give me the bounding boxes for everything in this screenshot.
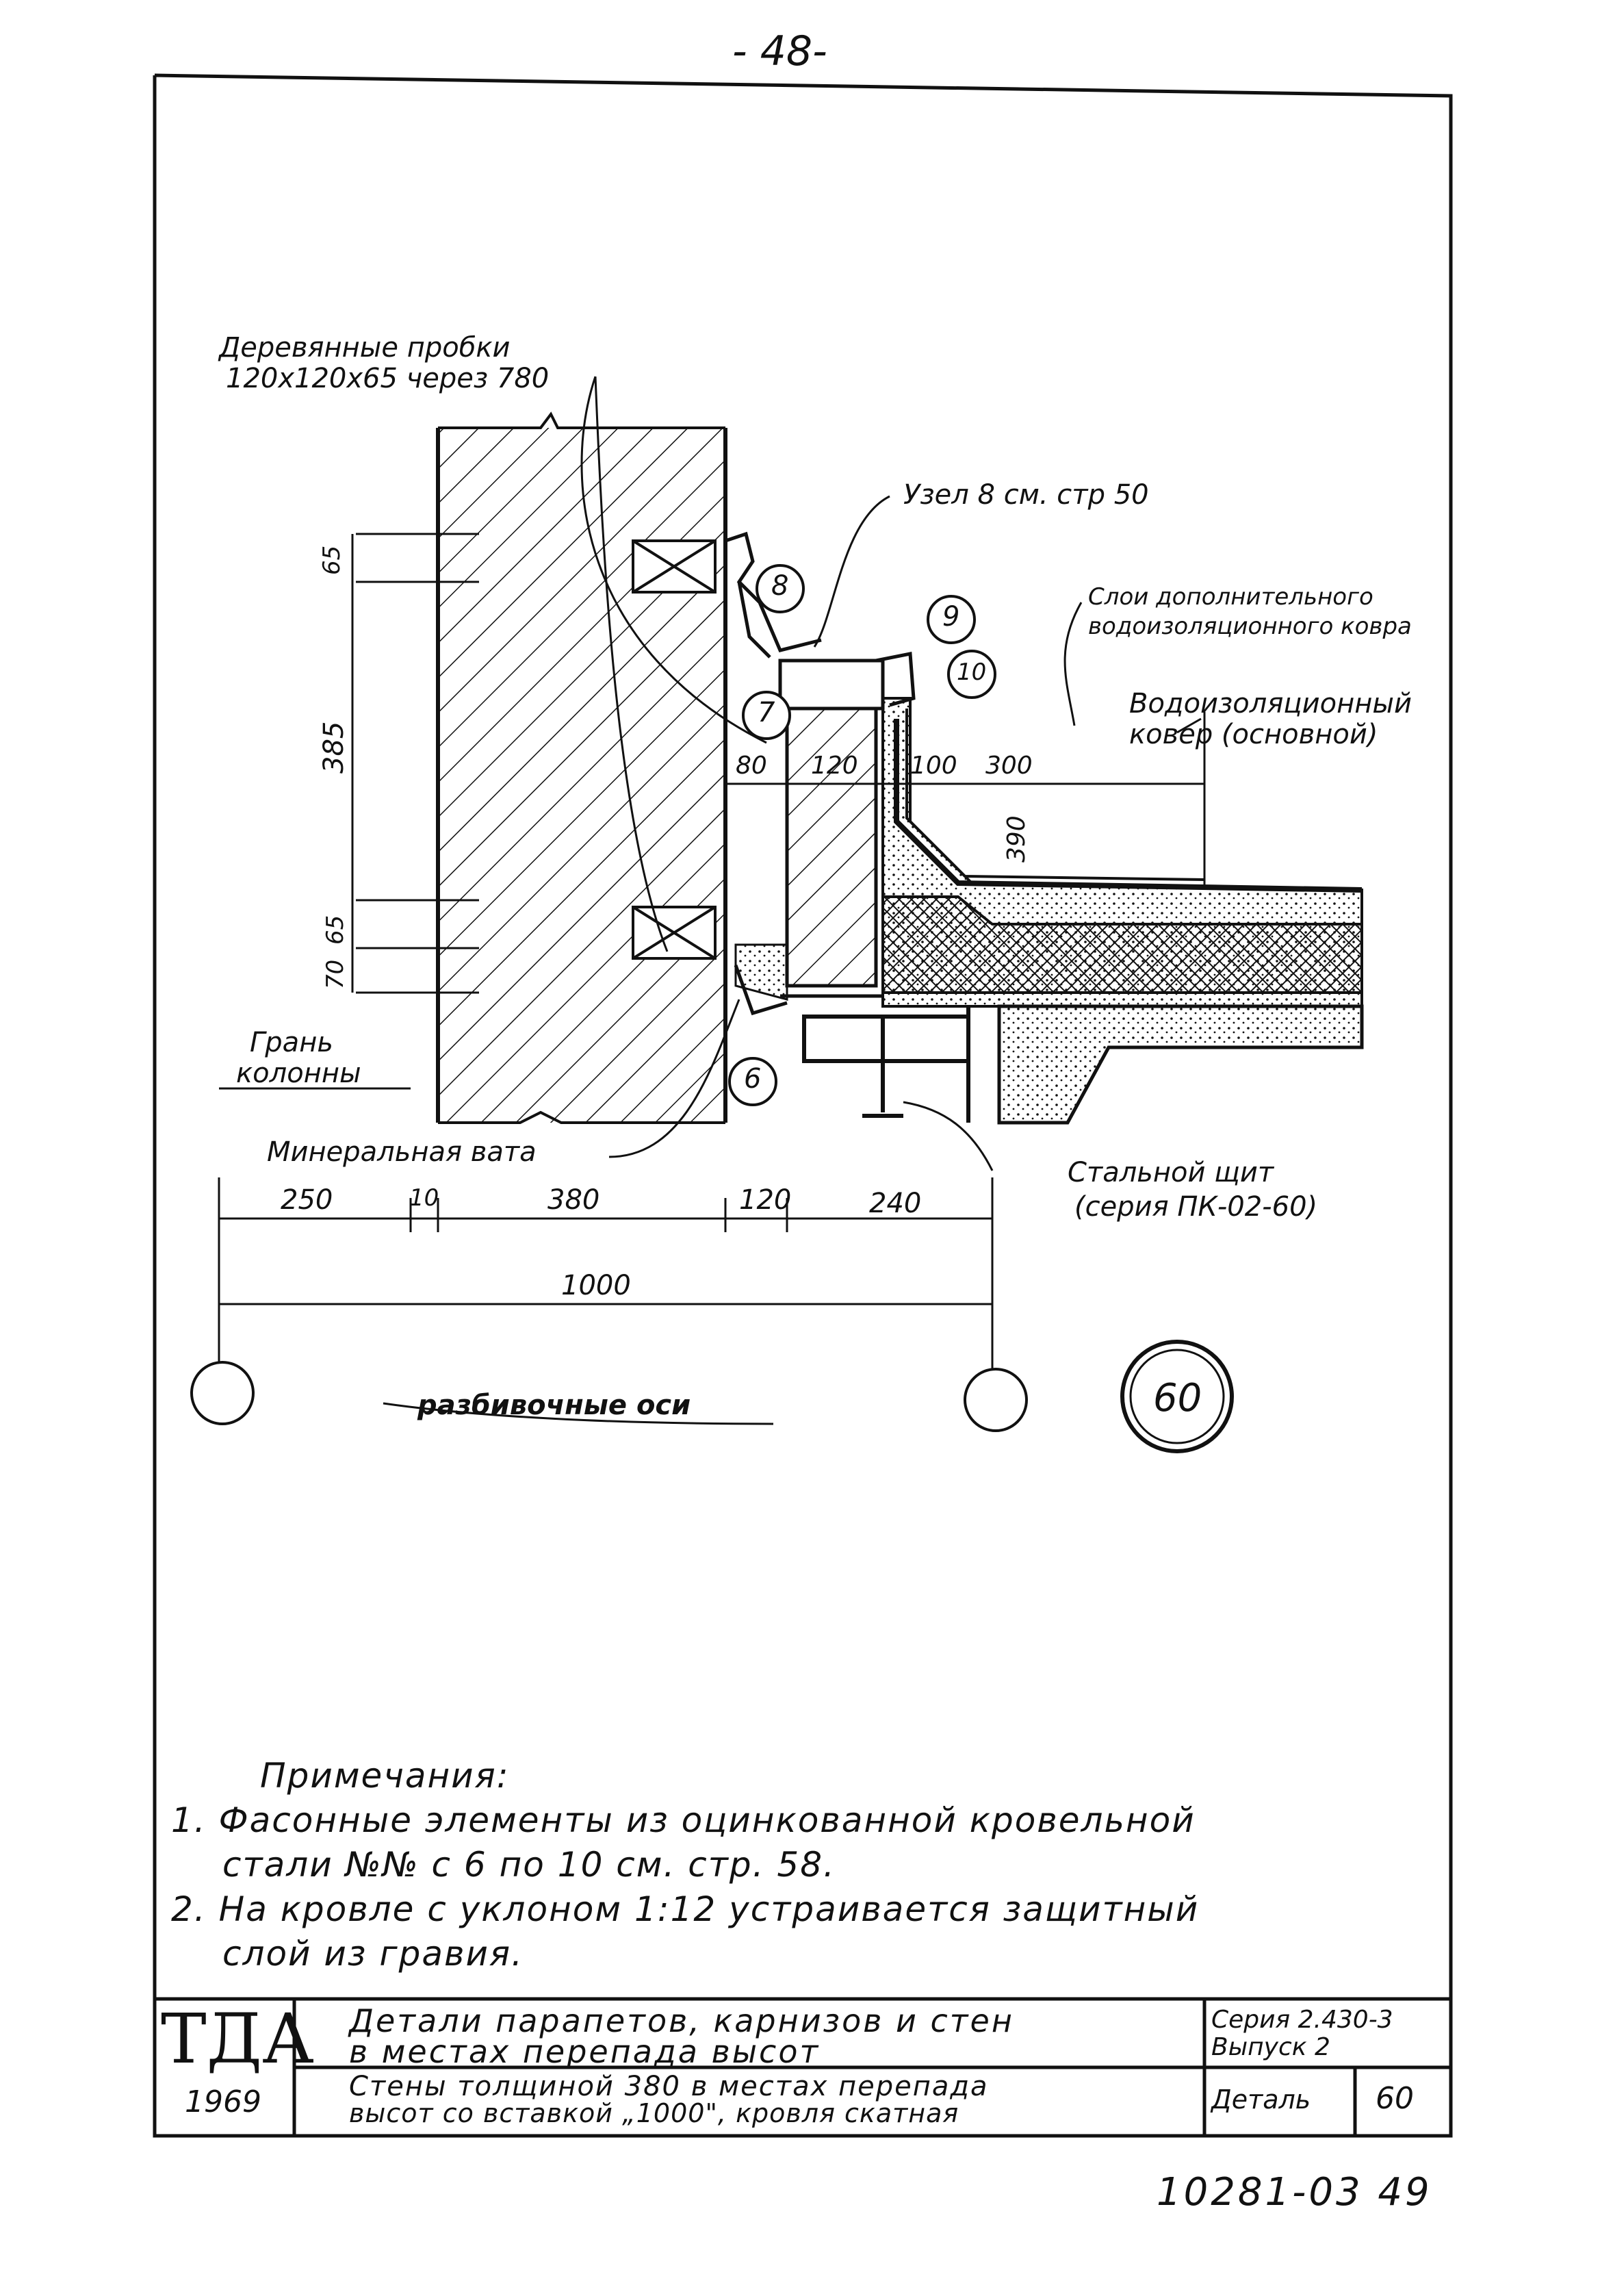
- label-axes: разбивочные оси: [417, 1390, 691, 1421]
- label-extra-layer-2: водоизоляционного ковра: [1088, 613, 1412, 640]
- issue: Выпуск 2: [1211, 2033, 1330, 2061]
- callout-circles: [728, 564, 996, 1106]
- detail-label: Деталь: [1211, 2084, 1311, 2115]
- dim-300: 300: [985, 752, 1033, 780]
- dim-240: 240: [869, 1188, 922, 1219]
- dim-385: 385: [318, 721, 350, 774]
- label-steel-panel-2: (серия ПК-02-60): [1074, 1191, 1318, 1223]
- org-logo: ТДА: [161, 1999, 314, 2079]
- series: Серия 2.430-3: [1211, 2006, 1393, 2034]
- detail-value: 60: [1376, 2081, 1414, 2116]
- dim-10: 10: [409, 1184, 439, 1212]
- mineral-wool-fill: [734, 943, 788, 1001]
- dim-100: 100: [910, 752, 957, 780]
- label-column-face-2: колонны: [236, 1058, 361, 1089]
- note-1: 1. Фасонные элементы из оцинкованной кро…: [171, 1800, 1196, 1840]
- label-extra-layer: Слои дополнительного: [1088, 583, 1373, 611]
- callout-6: 6: [744, 1063, 762, 1095]
- callout-7: 7: [758, 697, 775, 728]
- note-1-cont: стали №№ с 6 по 10 см. стр. 58.: [222, 1845, 836, 1885]
- dim-65-lower: 65: [322, 915, 349, 945]
- archive-number: 10281-03 49: [1157, 2170, 1432, 2215]
- dim-120: 120: [739, 1184, 792, 1216]
- label-column-face: Грань: [250, 1027, 333, 1058]
- roof-slab: [881, 697, 1363, 1008]
- wood-plug-lower: [632, 906, 717, 960]
- dimension-lines: [218, 533, 1206, 1369]
- dim-1000: 1000: [561, 1270, 631, 1301]
- detail-mark-circle: [1120, 1340, 1234, 1453]
- dim-65-top: 65: [318, 545, 346, 575]
- concrete-slab: [997, 1004, 1364, 1125]
- note-2-cont: слой из гравия.: [222, 1934, 524, 1974]
- label-main-layer: Водоизоляционный: [1129, 688, 1412, 719]
- label-steel-panel: Стальной щит: [1068, 1157, 1274, 1188]
- note-2: 2. На кровле с уклоном 1:12 устраивается…: [171, 1889, 1200, 1929]
- callout-8: 8: [771, 570, 789, 602]
- sheet-title-1: Детали парапетов, карнизов и стен: [349, 2002, 1014, 2039]
- brick-wall: [436, 411, 727, 1124]
- steel-panel-beams: [802, 1006, 970, 1123]
- detail-mark-number: 60: [1153, 1376, 1202, 1420]
- label-node-reference: Узел 8 см. стр 50: [903, 479, 1149, 511]
- dim-380: 380: [547, 1184, 600, 1216]
- insert-block: [778, 659, 885, 988]
- dim-80: 80: [736, 752, 767, 780]
- callout-10: 10: [957, 659, 987, 686]
- sheet-subtitle-2: высот со вставкой „1000", кровля скатная: [349, 2098, 959, 2128]
- dim-120-upper: 120: [811, 752, 858, 780]
- dim-390: 390: [1003, 815, 1031, 863]
- sheet-frame: [153, 73, 1453, 2138]
- dim-250: 250: [281, 1184, 333, 1216]
- label-wood-plugs-size: 120x120x65 через 780: [226, 363, 550, 394]
- page-number: - 48-: [732, 27, 827, 75]
- wood-plug-upper: [632, 539, 717, 594]
- callout-9: 9: [942, 601, 960, 633]
- dim-70: 70: [322, 959, 349, 989]
- label-mineral-wool: Минеральная вата: [267, 1136, 537, 1168]
- notes-heading: Примечания:: [260, 1756, 510, 1796]
- sheet-title-2: в местах перепада высот: [349, 2033, 821, 2070]
- label-wood-plugs: Деревянные пробки: [219, 332, 511, 363]
- label-main-layer-2: ковер (основной): [1129, 719, 1378, 750]
- year: 1969: [185, 2084, 261, 2119]
- axis-bubbles: [190, 1361, 1028, 1432]
- sheet-subtitle-1: Стены толщиной 380 в местах перепада: [349, 2071, 989, 2102]
- flashings: [725, 531, 916, 1016]
- leader-lines: [383, 376, 1202, 1425]
